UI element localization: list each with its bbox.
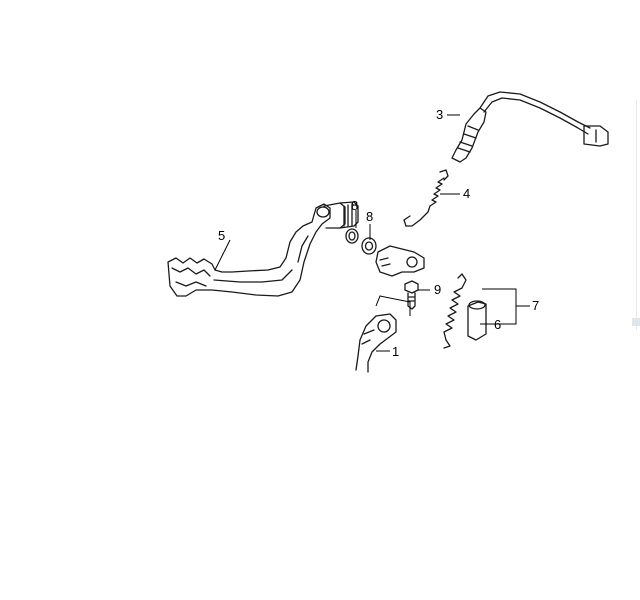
leader-lines xyxy=(214,114,530,352)
callout-8-a: 8 xyxy=(351,198,358,213)
callout-4: 4 xyxy=(463,186,470,201)
brake-joint xyxy=(375,245,425,277)
brake-pedal xyxy=(167,201,359,297)
stop-switch xyxy=(451,91,609,163)
callout-6: 6 xyxy=(494,317,501,332)
spring-sleeve xyxy=(467,300,487,341)
callout-1: 1 xyxy=(392,344,399,359)
spring-set xyxy=(443,273,467,349)
callout-5: 5 xyxy=(218,228,225,243)
callout-9: 9 xyxy=(434,282,441,297)
edge-divider xyxy=(636,100,637,330)
callout-7: 7 xyxy=(532,298,539,313)
brake-arm xyxy=(355,313,397,373)
callout-8-b: 8 xyxy=(366,209,373,224)
callout-3: 3 xyxy=(436,107,443,122)
bolt xyxy=(404,280,419,310)
return-spring xyxy=(403,169,449,227)
oil-seal xyxy=(345,228,377,255)
edge-fragment xyxy=(632,318,640,326)
